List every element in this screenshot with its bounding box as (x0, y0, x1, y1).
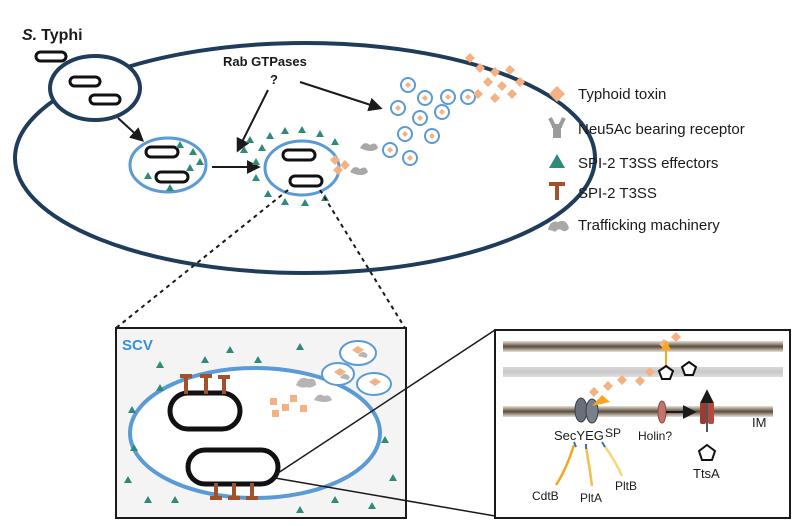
svg-text:Typhoid toxin: Typhoid toxin (578, 86, 666, 103)
pentagon-icon-2 (680, 360, 698, 376)
plta-label: PltA (580, 491, 602, 505)
holin-label: Holin? (638, 429, 672, 443)
legend-trafficking: Trafficking machinery (548, 217, 720, 234)
pentagon-icon-1 (657, 364, 675, 380)
ttsa-channel (700, 402, 714, 424)
arrow-rab (236, 89, 269, 153)
arrow-secretion (299, 81, 383, 112)
rab-question: ? (270, 72, 278, 87)
mature-scv-bacterium-1 (281, 148, 317, 162)
holin (657, 400, 667, 424)
plta-chain (584, 446, 594, 487)
legend-t3ss: SPI-2 T3SS (549, 182, 657, 202)
early-scv-bacterium-1 (144, 145, 180, 159)
ttsa-pentagon-icon (697, 443, 717, 461)
svg-text:Neu5Ac bearing receptor: Neu5Ac bearing receptor (578, 121, 745, 138)
zoom-line-top (274, 329, 496, 476)
diamond-icon (549, 86, 565, 102)
early-scv-bacterium-2 (154, 170, 190, 184)
t3ss-needles-top (180, 374, 230, 394)
cdtb-label: CdtB (532, 489, 559, 503)
trafficking-blob-1 (350, 167, 368, 175)
scv-bacterium-top (167, 390, 243, 432)
pltb-signal (601, 441, 606, 448)
legend-receptor: Neu5Ac bearing receptor (548, 117, 745, 138)
export-arrow-head (661, 340, 671, 350)
cdtb-signal (573, 441, 577, 448)
organism-label: S.Typhi (22, 27, 83, 44)
scv-trafficking-1 (296, 377, 316, 388)
im-label: IM (752, 415, 766, 430)
sp-label: SP (605, 426, 621, 440)
arrow-entry (117, 117, 145, 142)
svg-text:SPI-2 T3SS: SPI-2 T3SS (578, 185, 657, 202)
entry-vacuole (48, 54, 142, 122)
y-receptor-icon (548, 117, 566, 138)
cdtb-chain (554, 444, 576, 486)
mature-scv-bacterium-2 (288, 174, 324, 188)
triangle-icon (549, 154, 565, 168)
legend-effectors: SPI-2 T3SS effectors (549, 154, 718, 172)
secyeg-label: SecYEG (554, 428, 604, 443)
zoom-line-bottom (274, 477, 496, 517)
pltb-label: PltB (615, 479, 637, 493)
scv-bacterium-bottom (185, 447, 281, 487)
entry-bacterium-2 (88, 93, 122, 106)
free-bacterium (34, 50, 68, 63)
scv-toxin-cluster (270, 395, 307, 417)
legend-toxin: Typhoid toxin (549, 86, 666, 103)
pltb-chain (602, 444, 624, 477)
inner-membrane (503, 406, 773, 417)
rab-label: Rab GTPases (223, 54, 307, 69)
svg-text:Trafficking machinery: Trafficking machinery (578, 217, 720, 234)
translocation-arrow (592, 395, 610, 406)
ttsa-label: TtsA (693, 466, 720, 481)
peptidoglycan-layer (503, 367, 783, 377)
svg-text:SPI-2 T3SS effectors: SPI-2 T3SS effectors (578, 155, 718, 172)
molecular-panel (494, 329, 791, 519)
scv-vesicles (321, 340, 392, 396)
legend: Typhoid toxin Neu5Ac bearing receptor SP… (548, 86, 745, 234)
zoom-line-right (319, 189, 406, 329)
t-shape-icon (549, 182, 565, 200)
entry-bacterium-1 (68, 75, 102, 88)
blob-icon (548, 220, 569, 232)
scv-trafficking-2 (314, 394, 332, 402)
scv-label: SCV (122, 337, 153, 354)
trafficking-blob-2 (360, 143, 378, 151)
t3ss-needles-bottom (210, 483, 258, 500)
outer-membrane (503, 341, 783, 352)
